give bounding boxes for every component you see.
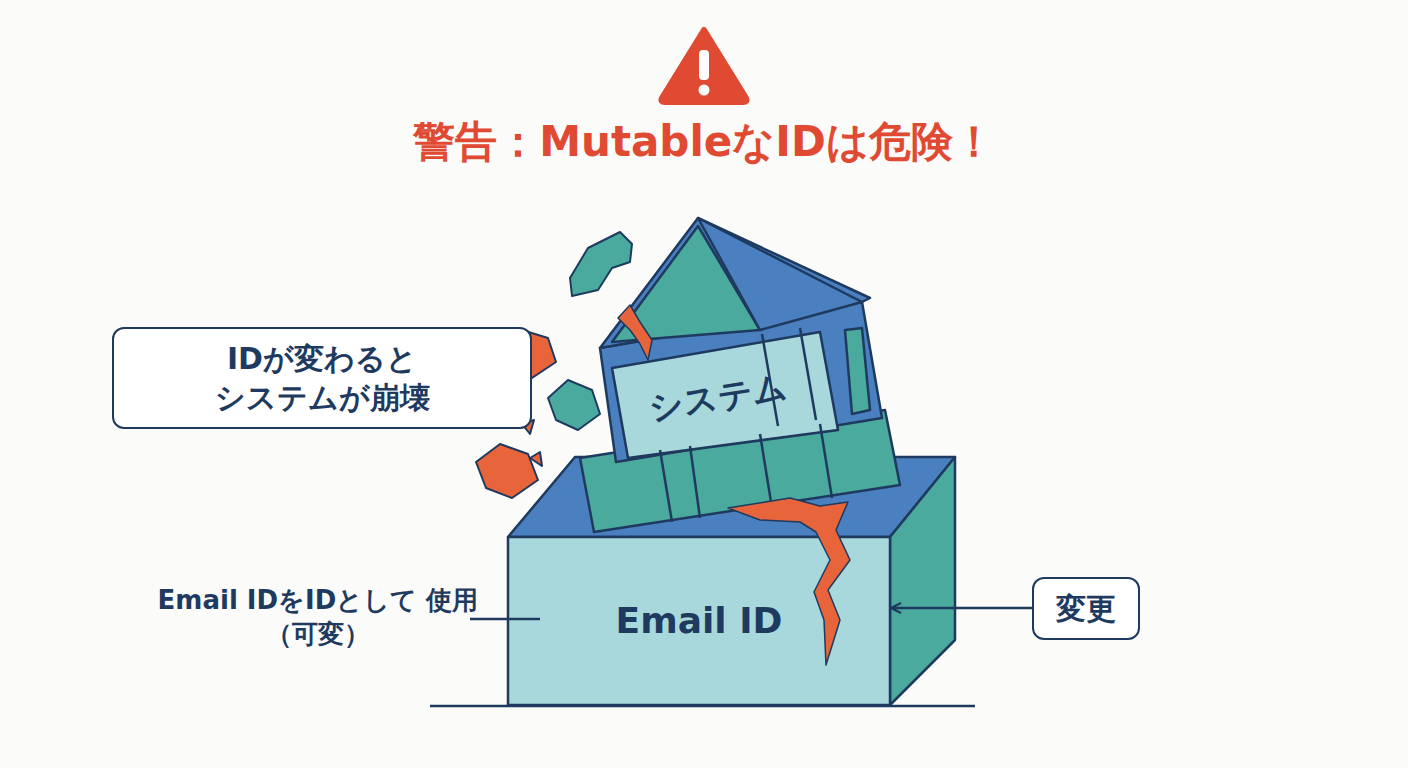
arrow-connector	[892, 607, 1032, 610]
system-house-art	[580, 218, 900, 532]
node-text: システム	[645, 364, 790, 430]
callout-box: IDが変わると システムが崩壊	[112, 327, 532, 429]
warning-icon	[661, 30, 746, 102]
node-text: IDが変わると システムが崩壊	[136, 339, 508, 417]
email-id-block: Email ID	[508, 537, 890, 705]
title: 警告：MutableなIDは危険！	[0, 114, 1408, 170]
node-text: 変更	[1056, 589, 1116, 628]
leader-line	[470, 618, 540, 621]
node-text: Email ID	[616, 598, 783, 645]
side-label: Email IDをIDとして 使用（可変）	[153, 584, 483, 652]
change-callout: 変更	[1032, 577, 1140, 640]
system-block: システム	[614, 349, 822, 445]
